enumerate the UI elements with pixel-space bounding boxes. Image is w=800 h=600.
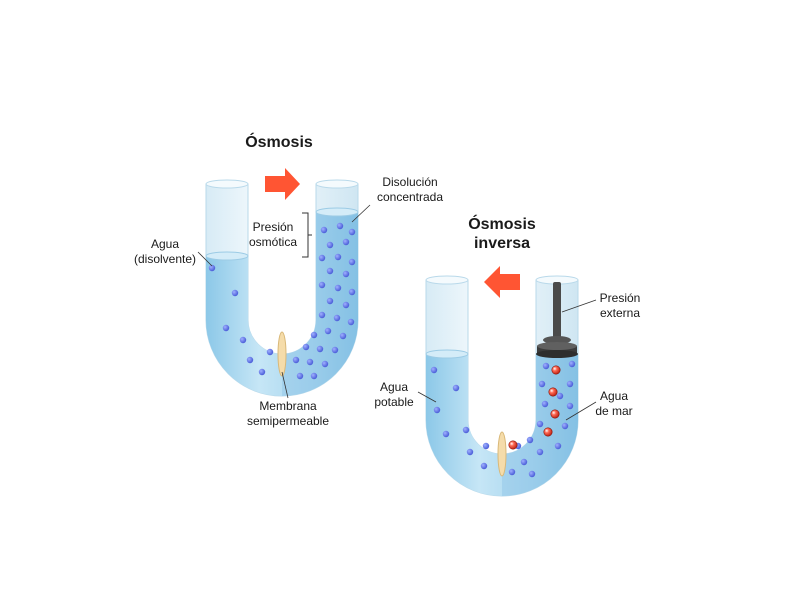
salt-molecules [508,365,561,450]
osmosis-right-molecules [292,222,356,380]
external-label-2: externa [600,306,640,320]
osmosis-left-surface [205,251,249,261]
membrane-icon [497,431,507,477]
solution-label-1: Disolución [382,175,437,189]
membrane-icon [277,331,287,377]
reverse-left-rim [425,275,469,285]
reverse-osmosis-panel: Ósmosis inversa Agua potable Presión ext… [374,214,641,497]
water-label-1: Agua [151,237,179,251]
potable-label-1: Agua [380,380,408,394]
solution-leader-line [351,204,371,223]
pressure-bracket [302,212,312,258]
reverse-right-molecules [508,360,576,478]
flow-arrow-icon [484,266,520,298]
reverse-left-surface [425,349,469,359]
reverse-title-1: Ósmosis [468,214,536,233]
osmosis-right-surface [315,207,359,217]
external-label-1: Presión [600,291,641,305]
pressure-label-2: osmótica [249,235,297,249]
flow-arrow-icon [265,168,300,200]
piston-icon [536,282,578,358]
pressure-label-1: Presión [253,220,294,234]
osmosis-right-rim [315,179,359,189]
osmosis-left-rim [205,179,249,189]
sea-label-2: de mar [595,404,632,418]
water-label-2: (disolvente) [134,252,196,266]
osmosis-panel: Ósmosis Agua (disolvente) Disolución con… [134,132,443,428]
potable-label-2: potable [374,395,414,409]
membrane-label-2: semipermeable [247,414,329,428]
sea-leader-line [565,401,597,421]
water-leader-line [197,251,213,267]
solution-label-2: concentrada [377,190,443,204]
potable-leader-line [417,391,437,403]
reverse-title-2: inversa [474,235,530,252]
membrane-leader-line [281,371,289,399]
sea-label-1: Agua [600,389,628,403]
osmosis-title: Ósmosis [245,132,313,151]
membrane-label-1: Membrana [259,399,317,413]
osmosis-left-molecules [208,264,274,376]
reverse-left-molecules [430,366,490,470]
external-leader-line [561,299,597,313]
reverse-water [426,354,578,496]
